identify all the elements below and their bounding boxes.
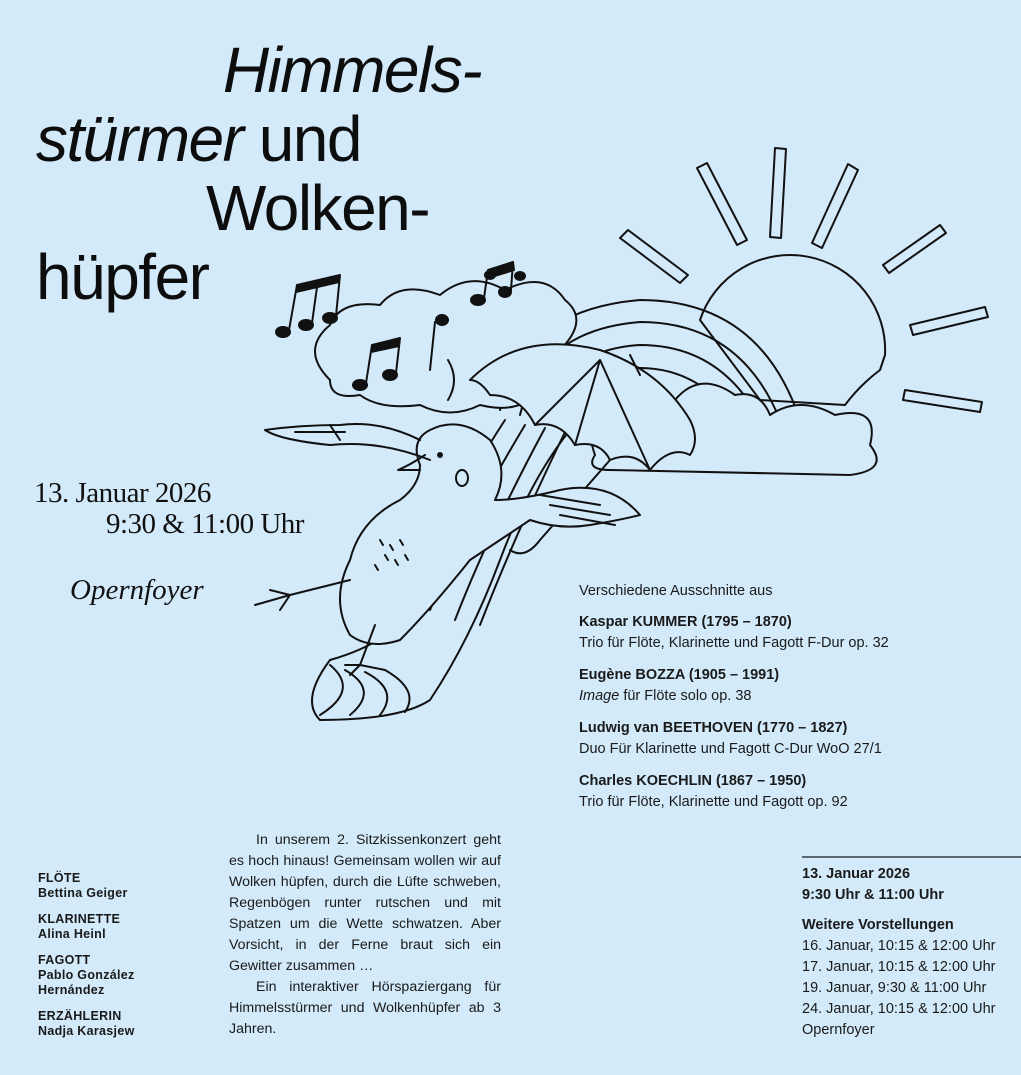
program-work: Charles KOECHLIN (1867 – 1950) Trio für F… [579,771,1009,813]
program: Verschiedene Ausschnitte aus Kaspar KUMM… [579,581,1009,824]
event-date: 13. Januar 2026 [34,477,211,509]
bird-icon [254,423,641,676]
cast-role: ERZÄHLERIN [38,1009,122,1023]
composer: Charles KOECHLIN (1867 – 1950) [579,773,807,789]
description-paragraph-1: In unserem 2. Sitzkissenkonzert geht es … [229,832,501,974]
title-line-4: hüpfer [36,241,210,313]
schedule-times: 9:30 Uhr & 11:00 Uhr [802,887,944,903]
cast-name: Alina Heinl [38,927,106,941]
program-work: Ludwig van BEETHOVEN (1770 – 1827) Duo Fü… [579,718,1009,760]
work-title: Trio für Flöte, Klarinette und Fagott F-… [579,635,889,651]
more-performances-heading: Weitere Vorstellungen [802,917,954,933]
music-notes-icon [275,261,526,401]
event-times: 9:30 & 11:00 Uhr [106,508,304,540]
work-title: Trio für Flöte, Klarinette und Fagott op… [579,794,848,810]
composer: Ludwig van BEETHOVEN (1770 – 1827) [579,720,848,736]
performance-item: 19. Januar, 9:30 & 11:00 Uhr [802,980,987,996]
program-work: Kaspar KUMMER (1795 – 1870) Trio für Flöt… [579,612,1009,654]
sun-icon [619,147,989,413]
composer: Kaspar KUMMER (1795 – 1870) [579,614,792,630]
cast-role: KLARINETTE [38,912,121,926]
performance-item: 17. Januar, 10:15 & 12:00 Uhr [802,959,996,975]
schedule-date: 13. Januar 2026 [802,866,911,882]
performance-item: 16. Januar, 10:15 & 12:00 Uhr [802,938,996,954]
schedule-divider [802,856,1021,858]
title-line-1: Himmels- [222,34,483,106]
cast-role: FLÖTE [38,871,81,885]
title-line-2-italic: stürmer [36,103,244,175]
event-venue: Opernfoyer [70,574,204,606]
umbrella-icon [469,343,696,555]
cast-name: Nadja Karasjew [38,1024,135,1038]
description-paragraph-2: Ein interaktiver Hörspaziergang für Himm… [229,979,501,1037]
description: In unserem 2. Sitzkissenkonzert geht es … [229,830,501,1040]
title-line-3: Wolken- [206,172,431,244]
work-title: für Flöte solo op. 38 [619,688,752,704]
cast-role: FAGOTT [38,953,91,967]
composer: Eugène BOZZA (1905 – 1991) [579,667,780,683]
sun-rays-icon [619,147,989,413]
program-intro: Verschiedene Ausschnitte aus [579,583,773,599]
cast-name: Bettina Geiger [38,886,128,900]
performance-item: 24. Januar, 10:15 & 12:00 Uhr [802,1001,996,1017]
program-work: Eugène BOZZA (1905 – 1991) Image für Flöt… [579,665,1009,707]
schedule-venue: Opernfoyer [802,1022,875,1038]
title: Himmels- stürmer und Wolken- hüpfer [36,34,483,313]
schedule: 13. Januar 2026 9:30 Uhr & 11:00 Uhr Wei… [802,864,1021,1041]
title-line-2-rest: und [242,103,363,175]
cast-name: Pablo González Hernández [38,968,135,997]
work-title-italic: Image [579,688,620,704]
work-title: Duo Für Klarinette und Fagott C-Dur WoO … [579,741,882,757]
